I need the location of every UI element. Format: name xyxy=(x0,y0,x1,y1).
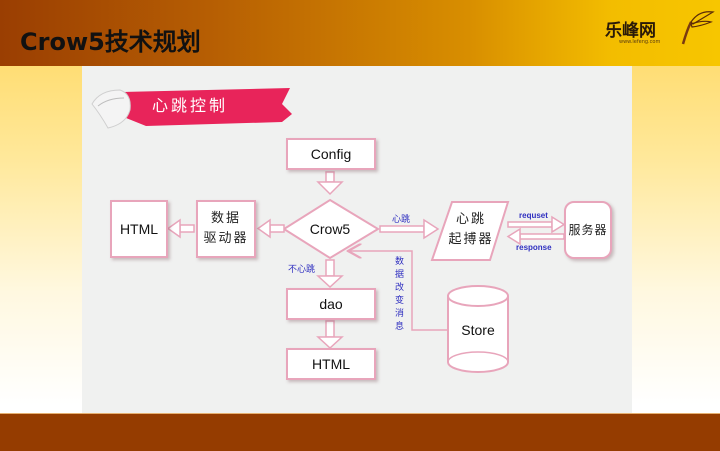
crow5-decision-node xyxy=(282,198,380,260)
data-change-char: 变 xyxy=(395,296,405,306)
brand-logo: 乐峰网 www.lefeng.com xyxy=(605,8,715,48)
server-label: 服务器 xyxy=(568,223,608,237)
section-banner-label: 心跳控制 xyxy=(152,96,229,115)
dragonfly-icon xyxy=(681,11,715,45)
arrow-crow5-to-data-driver xyxy=(256,218,285,239)
data-driver-label-2: 驱动器 xyxy=(203,231,249,246)
heartbeat-edge-label: 心跳 xyxy=(392,215,411,225)
arrow-response xyxy=(506,227,565,246)
heartbeat-pacemaker-text: 心跳 起搏器 xyxy=(442,210,500,250)
arrow-store-to-crow5 xyxy=(348,251,448,331)
arrow-request xyxy=(507,215,566,234)
data-change-message-label: 数 据 改 变 消 息 xyxy=(395,256,407,334)
slide-title: Crow5技术规划 xyxy=(20,28,201,56)
slide-footer xyxy=(0,413,720,451)
arrow-crow5-to-heartbeat xyxy=(379,218,440,240)
request-edge-label: requset xyxy=(519,211,548,220)
arrow-config-to-crow5 xyxy=(316,171,344,196)
data-change-char: 据 xyxy=(395,270,405,280)
data-driver-node: 数据 驱动器 xyxy=(196,200,256,258)
store-label: Store xyxy=(461,322,495,338)
slide-header xyxy=(0,0,720,66)
html-bottom-label: HTML xyxy=(311,356,351,372)
store-cylinder xyxy=(447,285,509,373)
response-edge-label: response xyxy=(516,243,552,252)
heartbeat-pacemaker-node xyxy=(430,201,510,261)
html-left-node: HTML xyxy=(110,200,168,258)
data-change-char: 数 xyxy=(395,257,405,267)
section-banner xyxy=(91,88,292,129)
data-driver-label-1: 数据 xyxy=(210,211,241,226)
logo-name: 乐峰网 xyxy=(605,21,656,41)
logo-url: www.lefeng.com xyxy=(619,39,661,45)
arrow-dao-to-html xyxy=(316,320,344,350)
data-change-char: 息 xyxy=(395,322,405,332)
dao-node: dao xyxy=(286,288,376,320)
dao-label: dao xyxy=(319,296,343,312)
heartbeat-label-1: 心跳 xyxy=(455,212,486,227)
crow5-label: Crow5 xyxy=(309,221,351,237)
config-label: Config xyxy=(310,146,352,162)
heartbeat-label-2: 起搏器 xyxy=(448,232,494,247)
arrow-crow5-to-dao xyxy=(316,259,344,289)
arrow-data-driver-to-html xyxy=(166,218,195,239)
config-node: Config xyxy=(286,138,376,170)
html-bottom-node: HTML xyxy=(286,348,376,380)
data-change-char: 改 xyxy=(395,283,405,293)
data-change-char: 消 xyxy=(395,309,405,319)
server-node: 服务器 xyxy=(564,201,612,259)
html-left-label: HTML xyxy=(119,221,159,237)
no-heartbeat-edge-label: 不心跳 xyxy=(288,265,316,275)
